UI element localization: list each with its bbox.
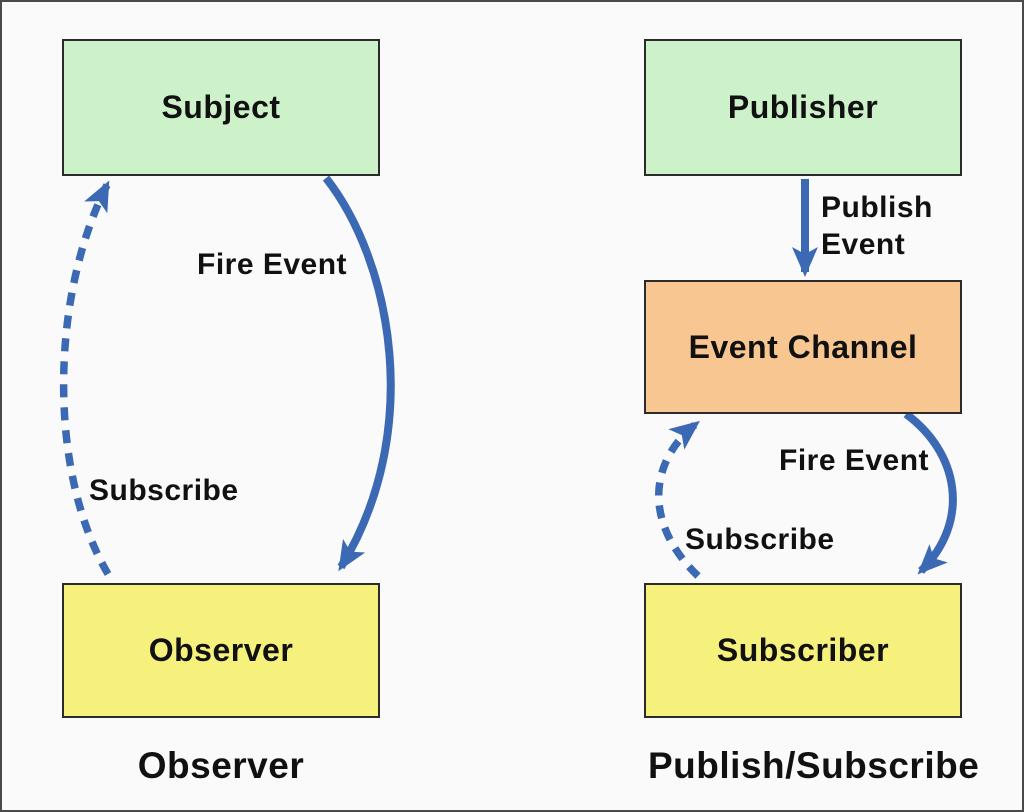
subscribe-arrow-left (59, 180, 112, 576)
pubsub-pattern-caption: Publish/Subscribe (648, 745, 980, 786)
event-channel-box: Event Channel (644, 280, 962, 414)
publish-event-label-line2: Event (821, 228, 906, 261)
subject-box: Subject (62, 39, 380, 176)
publish-event-label-line1: Publish (821, 191, 933, 224)
fire-event-arrow-left (322, 175, 395, 572)
subscribe-arrow-right (655, 420, 701, 579)
subscribe-label-right: Subscribe (685, 523, 835, 556)
observer-pattern-caption: Observer (137, 745, 305, 786)
publisher-box: Publisher (644, 39, 962, 176)
fire-event-label-left: Fire Event (197, 248, 348, 281)
subscriber-box: Subscriber (644, 583, 962, 718)
publisher-box-label: Publisher (727, 89, 879, 125)
observer-box-label: Observer (148, 632, 294, 668)
event-channel-box-label: Event Channel (688, 328, 918, 365)
subscribe-label-left: Subscribe (89, 474, 239, 507)
subject-box-label: Subject (161, 89, 281, 125)
subscriber-box-label: Subscriber (716, 632, 890, 668)
fire-event-label-right: Fire Event (779, 444, 930, 477)
observer-box: Observer (62, 583, 380, 718)
fire-event-arrow-right (903, 410, 957, 575)
